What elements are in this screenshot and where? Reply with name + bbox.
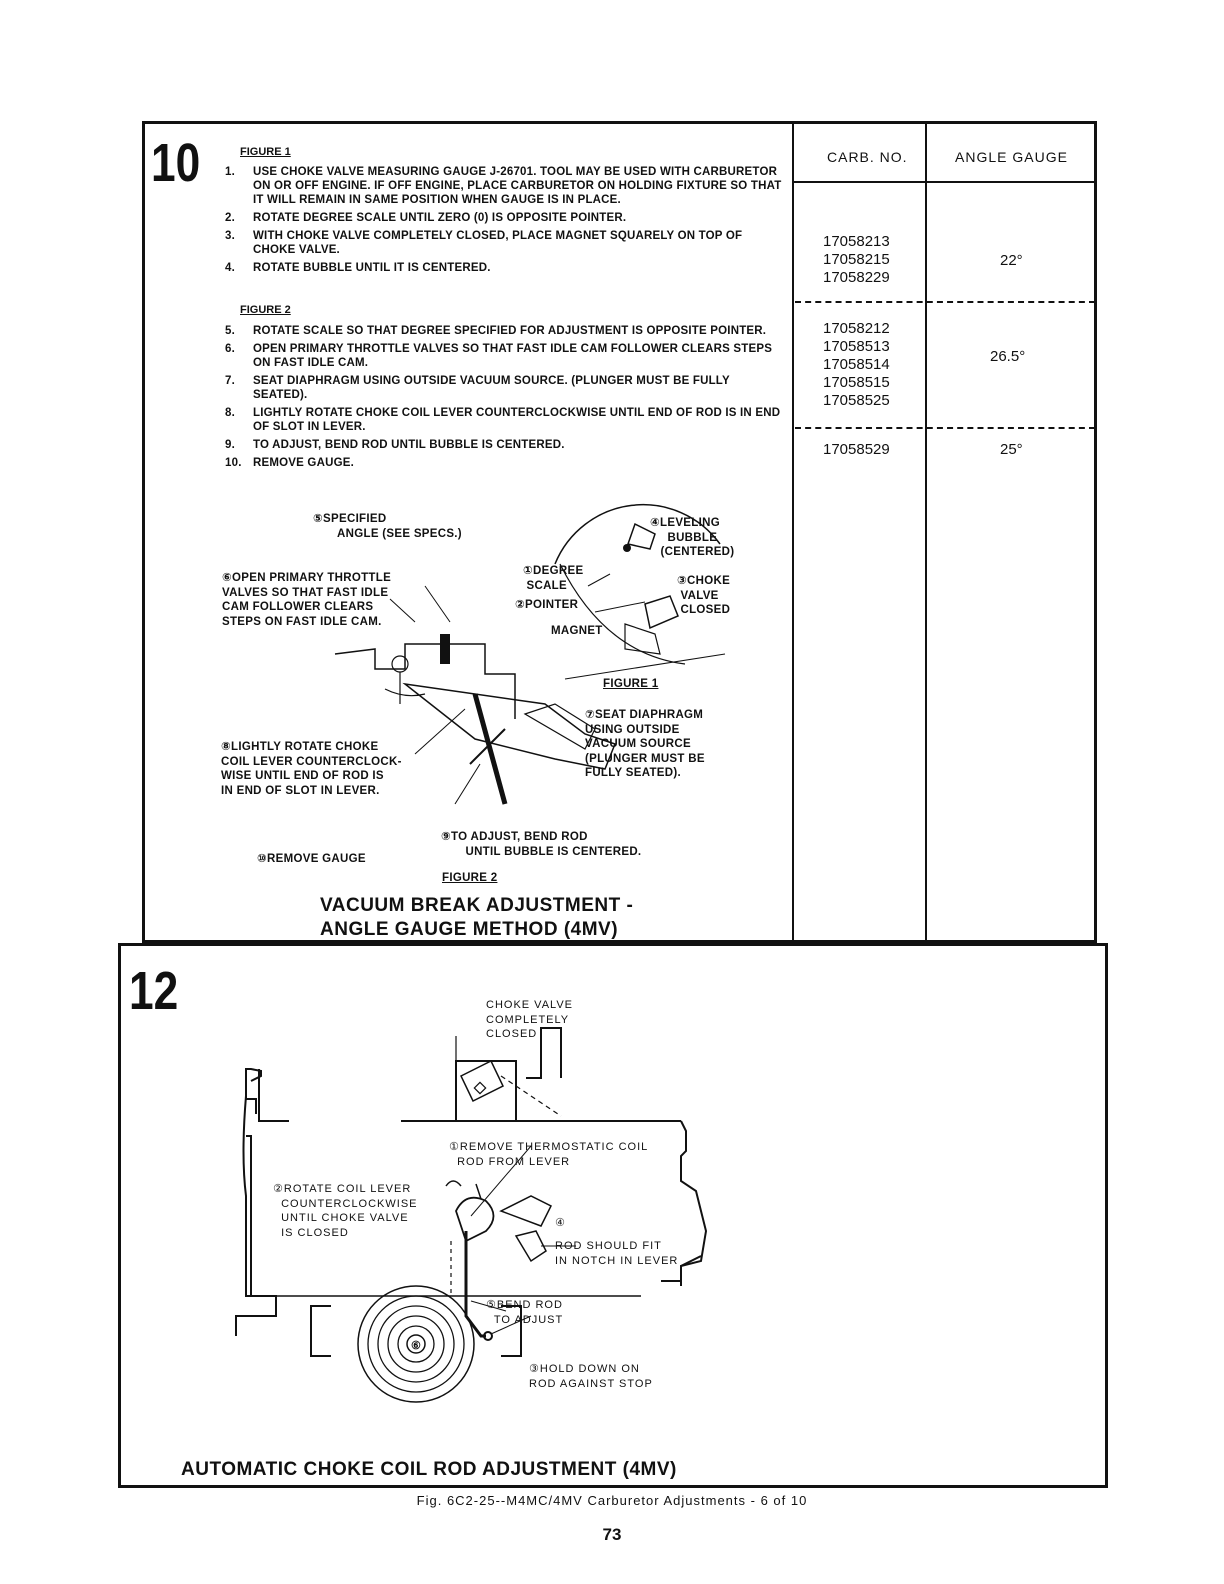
table-header-rule xyxy=(792,181,1097,183)
page-number: 73 xyxy=(602,1525,622,1544)
table-row-separator-2 xyxy=(795,427,1095,429)
circle-number-1-icon: ① xyxy=(523,565,534,577)
callout-5: ⑤SPECIFIED ANGLE (SEE SPECS.) xyxy=(313,513,462,540)
step-text: WITH CHOKE VALVE COMPLETELY CLOSED, PLAC… xyxy=(253,230,743,256)
table-header-carb-no: CARB. NO. xyxy=(827,149,908,165)
section-number-12: 12 xyxy=(129,961,179,1021)
table-row-3-angle: 25° xyxy=(1000,441,1023,458)
figure-2-caption: FIGURE 2 xyxy=(442,872,498,884)
circle-number-5-icon: ⑤ xyxy=(313,513,324,525)
step-item: 5. ROTATE SCALE SO THAT DEGREE SPECIFIED … xyxy=(225,324,785,338)
table-row-1-carbs: 17058213 17058215 17058229 xyxy=(823,233,890,286)
step-item: 8. LIGHTLY ROTATE CHOKE COIL LEVER COUNTE… xyxy=(225,406,785,434)
table-header-angle-gauge: ANGLE GAUGE xyxy=(955,149,1068,165)
step-number: 3. xyxy=(225,230,235,242)
figure-1-caption: FIGURE 1 xyxy=(603,678,659,690)
steps-list-figure-1: 1. USE CHOKE VALVE MEASURING GAUGE J-2670… xyxy=(225,165,785,279)
circle-number-3-icon: ③ xyxy=(677,575,688,587)
step-item: 9. TO ADJUST, BEND ROD UNTIL BUBBLE IS CE… xyxy=(225,438,785,452)
step-number: 4. xyxy=(225,262,235,274)
callout-12-2: ②ROTATE COIL LEVER COUNTERCLOCKWISE UNTI… xyxy=(273,1183,418,1239)
choke-coil-illustration: ⑥ xyxy=(235,1027,708,1403)
callout-4: ④LEVELING BUBBLE (CENTERED) xyxy=(650,517,735,558)
section-10-title: VACUUM BREAK ADJUSTMENT - ANGLE GAUGE ME… xyxy=(320,895,634,940)
step-item: 4. ROTATE BUBBLE UNTIL IT IS CENTERED. xyxy=(225,261,785,275)
step-number: 1. xyxy=(225,166,235,178)
circle-number-9-icon: ⑨ xyxy=(441,831,452,843)
svg-text:⑥: ⑥ xyxy=(411,1340,421,1352)
circle-number-3-icon: ③ xyxy=(529,1363,540,1375)
steps-list-figure-2: 5. ROTATE SCALE SO THAT DEGREE SPECIFIED … xyxy=(225,324,785,474)
figure-caption: Fig. 6C2-25--M4MC/4MV Carburetor Adjustm… xyxy=(416,1493,808,1508)
step-number: 9. xyxy=(225,439,235,451)
table-row-separator-1 xyxy=(795,301,1095,303)
circle-number-6-icon: ⑥ xyxy=(222,572,233,584)
step-text: TO ADJUST, BEND ROD UNTIL BUBBLE IS CENT… xyxy=(253,439,565,451)
vacuum-break-illustration xyxy=(334,503,726,805)
circle-number-4-icon: ④ xyxy=(650,517,661,529)
callout-8: ⑧LIGHTLY ROTATE CHOKE COIL LEVER COUNTER… xyxy=(221,741,402,797)
step-item: 3. WITH CHOKE VALVE COMPLETELY CLOSED, PL… xyxy=(225,229,785,257)
callout-magnet: MAGNET xyxy=(551,625,603,637)
step-text: ROTATE SCALE SO THAT DEGREE SPECIFIED FO… xyxy=(253,325,767,337)
table-row-2-angle: 26.5° xyxy=(990,348,1026,365)
figure-2-label: FIGURE 2 xyxy=(240,304,291,316)
section-12-title: AUTOMATIC CHOKE COIL ROD ADJUSTMENT (4MV… xyxy=(181,1459,677,1480)
step-item: 1. USE CHOKE VALVE MEASURING GAUGE J-2670… xyxy=(225,165,785,207)
table-row-1-angle: 22° xyxy=(1000,252,1023,269)
circle-number-2-icon: ② xyxy=(273,1183,284,1195)
step-number: 10. xyxy=(225,457,242,469)
step-text: OPEN PRIMARY THROTTLE VALVES SO THAT FAS… xyxy=(253,343,773,369)
step-item: 6. OPEN PRIMARY THROTTLE VALVES SO THAT F… xyxy=(225,342,785,370)
callout-12-4-number: ④ xyxy=(555,1216,566,1231)
circle-number-2-icon: ② xyxy=(515,599,526,611)
table-divider-right xyxy=(925,124,927,940)
circle-number-1-icon: ① xyxy=(449,1141,460,1153)
section-12-panel: 12 ⑥ xyxy=(118,943,1108,1488)
circle-number-5-icon: ⑤ xyxy=(486,1299,497,1311)
step-text: ROTATE DEGREE SCALE UNTIL ZERO (0) IS OP… xyxy=(253,212,627,224)
callout-6: ⑥OPEN PRIMARY THROTTLE VALVES SO THAT FA… xyxy=(222,572,392,628)
step-number: 2. xyxy=(225,212,235,224)
callout-12-5: ⑤BEND ROD TO ADJUST xyxy=(486,1299,564,1326)
step-text: USE CHOKE VALVE MEASURING GAUGE J-26701.… xyxy=(253,166,782,206)
step-text: REMOVE GAUGE. xyxy=(253,457,355,469)
callout-12-3: ③HOLD DOWN ON ROD AGAINST STOP xyxy=(529,1363,653,1390)
callout-2: ②POINTER xyxy=(515,599,579,611)
step-text: LIGHTLY ROTATE CHOKE COIL LEVER COUNTERC… xyxy=(253,407,781,433)
step-item: 7. SEAT DIAPHRAGM USING OUTSIDE VACUUM SO… xyxy=(225,374,785,402)
step-item: 2. ROTATE DEGREE SCALE UNTIL ZERO (0) IS … xyxy=(225,211,785,225)
section-number-10: 10 xyxy=(151,133,201,193)
step-number: 7. xyxy=(225,375,235,387)
circle-number-10-icon: ⑩ xyxy=(257,853,268,865)
table-row-2-carbs: 17058212 17058513 17058514 17058515 1705… xyxy=(823,320,890,409)
callout-choke-valve-closed: CHOKE VALVE COMPLETELY CLOSED xyxy=(486,999,574,1040)
callout-10: ⑩REMOVE GAUGE xyxy=(257,853,366,865)
table-divider-left xyxy=(792,124,794,940)
step-item: 10. REMOVE GAUGE. xyxy=(225,456,785,470)
callout-12-4: ROD SHOULD FIT IN NOTCH IN LEVER xyxy=(555,1240,679,1267)
step-number: 6. xyxy=(225,343,235,355)
section-10-panel: 10 FIGURE 1 1. USE CHOKE VALVE MEASURING … xyxy=(142,121,1097,943)
circle-number-7-icon: ⑦ xyxy=(585,709,596,721)
callout-7: ⑦SEAT DIAPHRAGM USING OUTSIDE VACUUM SOU… xyxy=(585,709,705,779)
callout-9: ⑨TO ADJUST, BEND ROD UNTIL BUBBLE IS CEN… xyxy=(441,831,642,858)
step-number: 8. xyxy=(225,407,235,419)
step-text: ROTATE BUBBLE UNTIL IT IS CENTERED. xyxy=(253,262,491,274)
callout-3: ③CHOKE VALVE CLOSED xyxy=(677,575,731,616)
step-text: SEAT DIAPHRAGM USING OUTSIDE VACUUM SOUR… xyxy=(253,375,730,401)
figure-1-label: FIGURE 1 xyxy=(240,146,291,158)
table-row-3-carbs: 17058529 xyxy=(823,441,890,458)
circle-number-8-icon: ⑧ xyxy=(221,741,232,753)
step-number: 5. xyxy=(225,325,235,337)
circle-number-4-icon: ④ xyxy=(555,1217,566,1229)
callout-12-1: ①REMOVE THERMOSTATIC COIL ROD FROM LEVER xyxy=(449,1141,649,1168)
callout-1: ①DEGREE SCALE xyxy=(523,565,584,592)
